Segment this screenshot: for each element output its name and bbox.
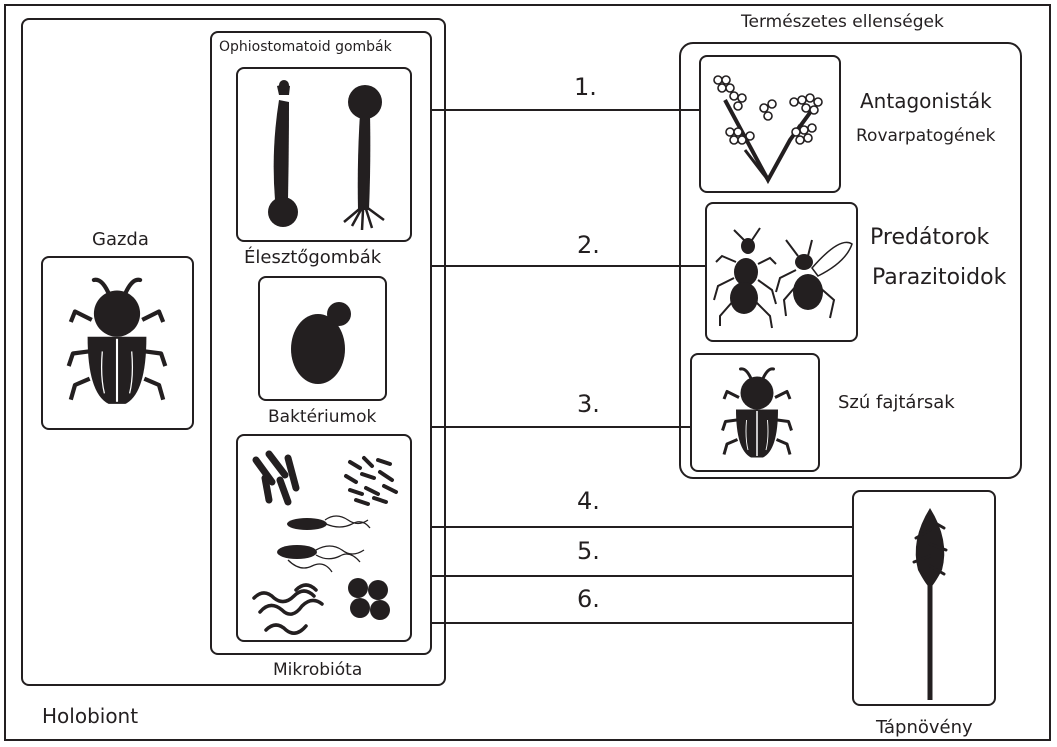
yeast-icon [291,302,351,384]
plant-icon [914,508,946,700]
predator-icon [714,228,776,328]
conidiophore-icon [714,76,822,180]
interaction-number-2: 2. [577,233,600,257]
fungus-icon [268,80,384,230]
host-label: Gazda [92,231,149,249]
insect-pathogens-label: Rovarpatogének [856,128,996,145]
interaction-number-6: 6. [577,587,600,611]
natural-enemies-label: Természetes ellenségek [741,14,944,31]
holobiont-label: Holobiont [42,706,138,726]
interaction-number-5: 5. [577,539,600,563]
microbiota-label: Mikrobióta [273,662,362,679]
interaction-number-4: 4. [577,489,600,513]
antagonists-label: Antagonisták [860,91,992,111]
predators-label: Predátorok [870,227,989,249]
interaction-number-1: 1. [574,75,597,99]
bacteria-icon [254,454,396,633]
parasitoids-label: Parazitoidok [872,267,1006,289]
connector-lines [432,110,852,623]
parasitoid-wasp-icon [776,240,852,318]
beetle-icon [69,280,166,404]
bacteria-label: Baktériumok [268,409,376,426]
ophiostomatoid-label: Ophiostomatoid gombák [219,40,392,54]
host-plant-label: Tápnövény [876,719,973,737]
conspecific-beetle-icon [723,369,792,458]
yeasts-label: Élesztőgombák [244,249,381,267]
conspecifics-label: Szú fajtársak [838,394,955,412]
interaction-number-3: 3. [577,392,600,416]
